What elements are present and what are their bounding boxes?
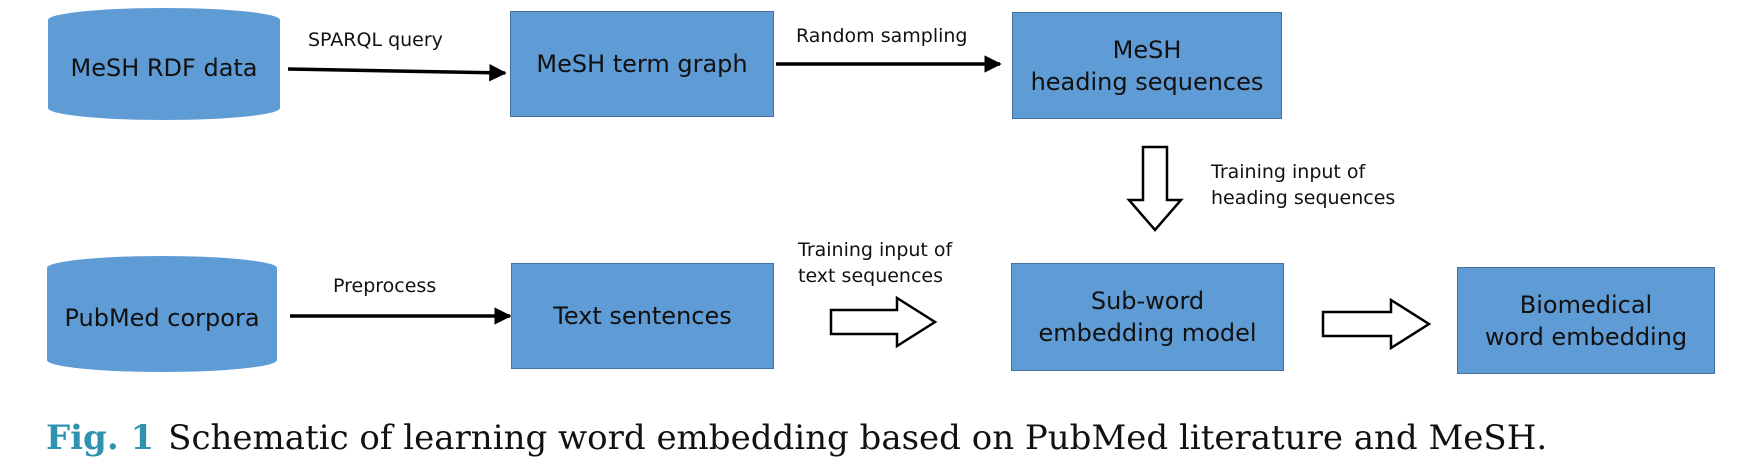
- training-text-label: Training input of text sequences: [798, 239, 953, 287]
- figure-caption: Fig. 1 Schematic of learning word embeddi…: [46, 418, 1547, 458]
- subword-model-box: Sub-word embedding model: [1011, 263, 1284, 371]
- text-sentences-box: Text sentences: [511, 263, 774, 369]
- pubmed-corpora-label: PubMed corpora: [64, 304, 260, 332]
- biomedical-embedding-box: Biomedical word embedding: [1457, 267, 1715, 374]
- sparql-arrow: [287, 63, 507, 82]
- training-text-arrow: [829, 295, 938, 349]
- figure-caption-text: Schematic of learning word embedding bas…: [168, 418, 1548, 458]
- random-sampling-label: Random sampling: [796, 25, 968, 47]
- pubmed-corpora-cylinder: [47, 256, 277, 372]
- preprocess-label: Preprocess: [333, 275, 437, 297]
- training-heading-label: Training input of heading sequences: [1211, 161, 1396, 209]
- figure-label: Fig. 1: [46, 418, 155, 458]
- mesh-rdf-cylinder: [48, 8, 280, 120]
- training-heading-arrow: [1126, 145, 1184, 232]
- mesh-heading-sequences-box: MeSH heading sequences: [1012, 12, 1282, 119]
- sparql-label: SPARQL query: [308, 29, 443, 51]
- output-arrow: [1321, 297, 1432, 351]
- mesh-rdf-label: MeSH RDF data: [70, 54, 258, 82]
- mesh-term-graph-box: MeSH term graph: [510, 11, 774, 117]
